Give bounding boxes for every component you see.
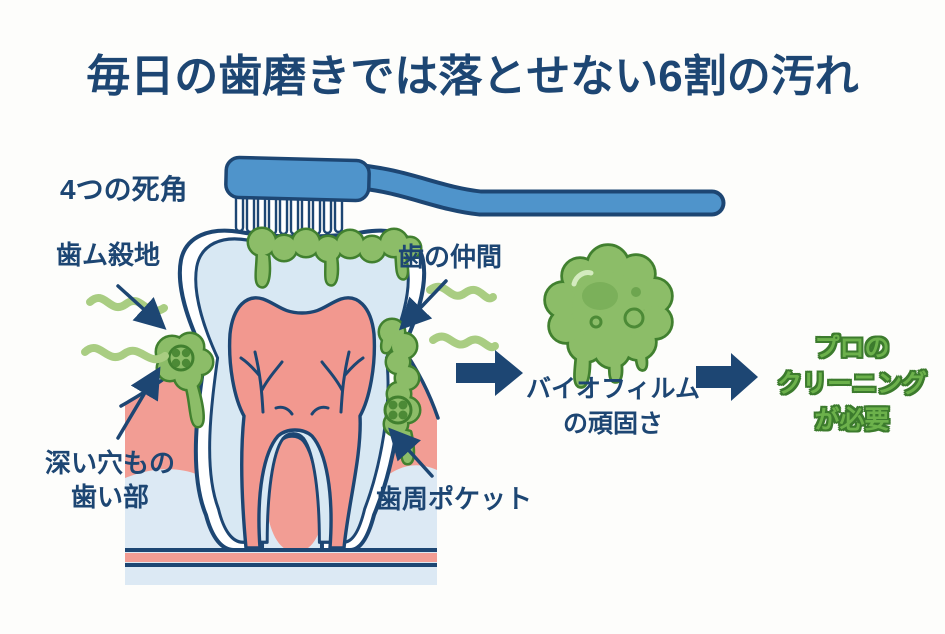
pointer-arrow-icon [116,284,167,330]
toothbrush-bristles [234,192,344,236]
page-title: 毎日の歯磨きでは落とせない6割の汚れ [86,52,859,101]
label-pro-cleaning-line3: が必要 [814,406,890,434]
label-pro-cleaning: プロの クリーニング が必要 [762,330,942,438]
label-pro-cleaning-line2: クリーニング [776,370,927,398]
label-perio-pocket: 歯周ポケット [376,484,533,514]
tooth-pulp [227,296,377,550]
bacteria-cluster-icon [383,395,413,425]
plaque-top-blob [246,226,423,289]
odor-squiggles-right [426,282,499,352]
arrow-right-icon [456,350,523,396]
jaw-base-lines [125,548,437,567]
label-pro-cleaning-line1: プロの [814,334,890,362]
label-between-teeth: 歯の仲間 [398,242,503,272]
pointer-arrow-icon [116,366,161,440]
label-biofilm-line2: の頑固さ [562,410,663,438]
label-deep-groove: 深い穴もの 歯い部 [30,446,190,514]
biofilm-blob-icon [543,243,674,389]
bacteria-cluster-icon [167,344,195,372]
toothbrush-icon [224,155,726,236]
pointer-arrows [116,279,448,478]
pointer-arrow-icon [388,427,434,478]
plaque-left-blob [154,331,215,429]
odor-squiggles-left [81,294,169,364]
label-biofilm: バイオフィルム の頑固さ [518,372,708,442]
plaque-right-blob [377,317,422,466]
tooth-cross-section [177,228,427,552]
label-biofilm-line1: バイオフィルム [525,375,700,403]
nerve-branches [239,350,365,416]
label-deep-groove-line2: 歯い部 [70,482,149,512]
label-gum-margin: 歯ム殺地 [56,240,161,270]
arrow-right-icon [696,353,758,401]
label-four-blind-spots: 4つの死角 [60,174,188,205]
pointer-arrow-icon [398,279,448,331]
label-deep-groove-line1: 深い穴もの [44,448,175,478]
